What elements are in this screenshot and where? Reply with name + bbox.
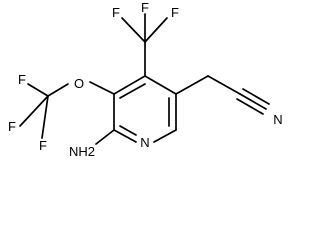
atom-f-left-lower: F (39, 138, 47, 153)
bond-ocf3-c-f-lower (41, 95, 49, 139)
atom-f-top-left: F (112, 5, 120, 20)
bond-c3-o (89, 81, 115, 95)
bond-ring-n1-c6 (153, 129, 177, 143)
bond-ch2-cn (207, 75, 241, 95)
bond-ring-c4-c3-inner (119, 83, 146, 99)
bond-ring-c5-c4 (144, 75, 177, 95)
bond-ring-c2-n1-inner (119, 125, 137, 136)
atom-labels: F F F O F F F NH2 N N (8, 0, 283, 159)
bond-ocf3-c-f-mid (19, 95, 49, 127)
atom-f-left-mid: F (8, 119, 16, 134)
atom-f-top-right: F (171, 5, 179, 20)
bond-ring-c2-n1 (113, 129, 137, 143)
bond-nitrile-3 (236, 98, 264, 115)
bonds (19, 13, 270, 145)
atom-nh2: NH2 (69, 144, 95, 159)
bond-c5-ch2 (175, 75, 209, 95)
molecule-diagram: F F F O F F F NH2 N N (8, 0, 283, 159)
bond-ocf3-c-f-upper (27, 83, 49, 97)
bond-cf3-top-c-f-left (121, 17, 146, 43)
atom-f-top-mid: F (141, 0, 149, 15)
atom-n-ring: N (140, 135, 149, 150)
bond-ring-c4-c3 (113, 75, 146, 95)
atom-o-ether: O (74, 76, 84, 91)
atom-f-left-upper: F (18, 72, 26, 87)
bond-nitrile-2 (242, 88, 270, 105)
bond-cf3-top-c-f-right (144, 17, 168, 43)
bond-c2-nh2 (95, 129, 115, 145)
structure-canvas: F F F O F F F NH2 N N (8, 0, 283, 159)
atom-n-nitrile: N (273, 112, 282, 127)
bond-nitrile-1 (239, 93, 267, 110)
bond-o-cf3 (47, 83, 69, 97)
